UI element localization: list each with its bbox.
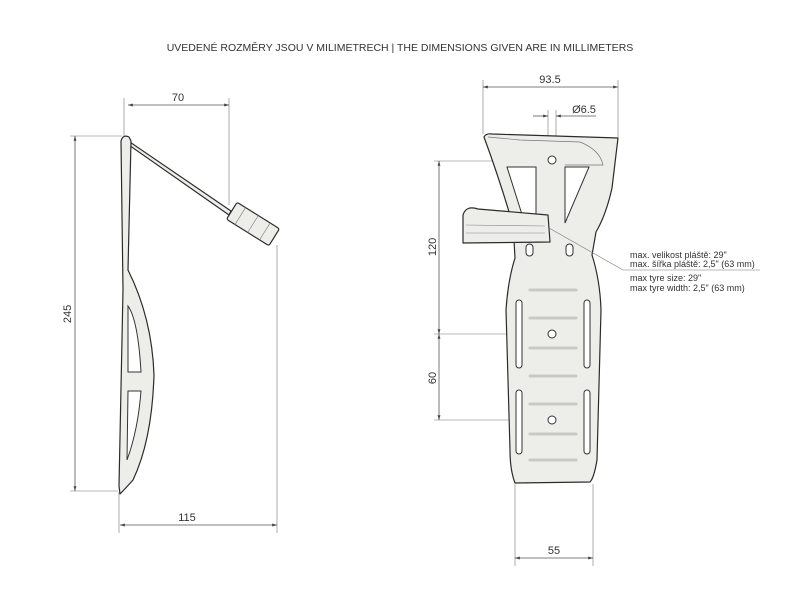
slot — [565, 243, 574, 257]
slot — [525, 243, 534, 257]
slot — [515, 299, 523, 369]
side-view: 70 245 115 — [62, 92, 280, 533]
note-cz-tyre-width: max. šířka pláště: 2,5" (63 mm) — [630, 259, 755, 269]
dim-label-120: 120 — [427, 238, 439, 256]
top-curve — [487, 136, 604, 166]
slot — [583, 389, 591, 455]
holder-body-side — [118, 135, 155, 495]
dim-label-70: 70 — [172, 92, 184, 104]
dim-label-60: 60 — [427, 372, 439, 384]
strap-handle — [226, 202, 280, 246]
note-cz-tyre-size: max. velikost pláště: 29" — [630, 250, 727, 260]
mount-hole-top — [547, 155, 557, 165]
slot — [583, 299, 591, 369]
leader-line — [548, 227, 760, 271]
dim-label-115: 115 — [178, 512, 196, 524]
ribs — [528, 288, 578, 462]
dim-label-55: 55 — [548, 545, 560, 557]
strap — [123, 137, 232, 216]
page-title: UVEDENÉ ROZMĚRY JSOU V MILIMETRECH | THE… — [167, 41, 634, 54]
upper-cutout-right — [564, 166, 590, 224]
note-en-tyre-width: max tyre width: 2,5" (63 mm) — [630, 283, 745, 293]
dim-label-93-5: 93.5 — [539, 74, 560, 86]
cutout — [126, 390, 142, 461]
mount-hole-bottom — [547, 415, 557, 425]
slot — [515, 389, 523, 455]
dim-label-hole-diameter: Ø6.5 — [572, 104, 596, 116]
cutout — [127, 304, 142, 373]
dim-label-245: 245 — [62, 305, 74, 323]
mount-hole-middle — [547, 329, 557, 339]
note-en-tyre-size: max tyre size: 29" — [630, 273, 701, 283]
front-view: 93.5 Ø6.5 120 60 55 — [427, 74, 760, 566]
holder-body-front — [483, 133, 619, 484]
tyre-holder-groove — [465, 224, 546, 227]
